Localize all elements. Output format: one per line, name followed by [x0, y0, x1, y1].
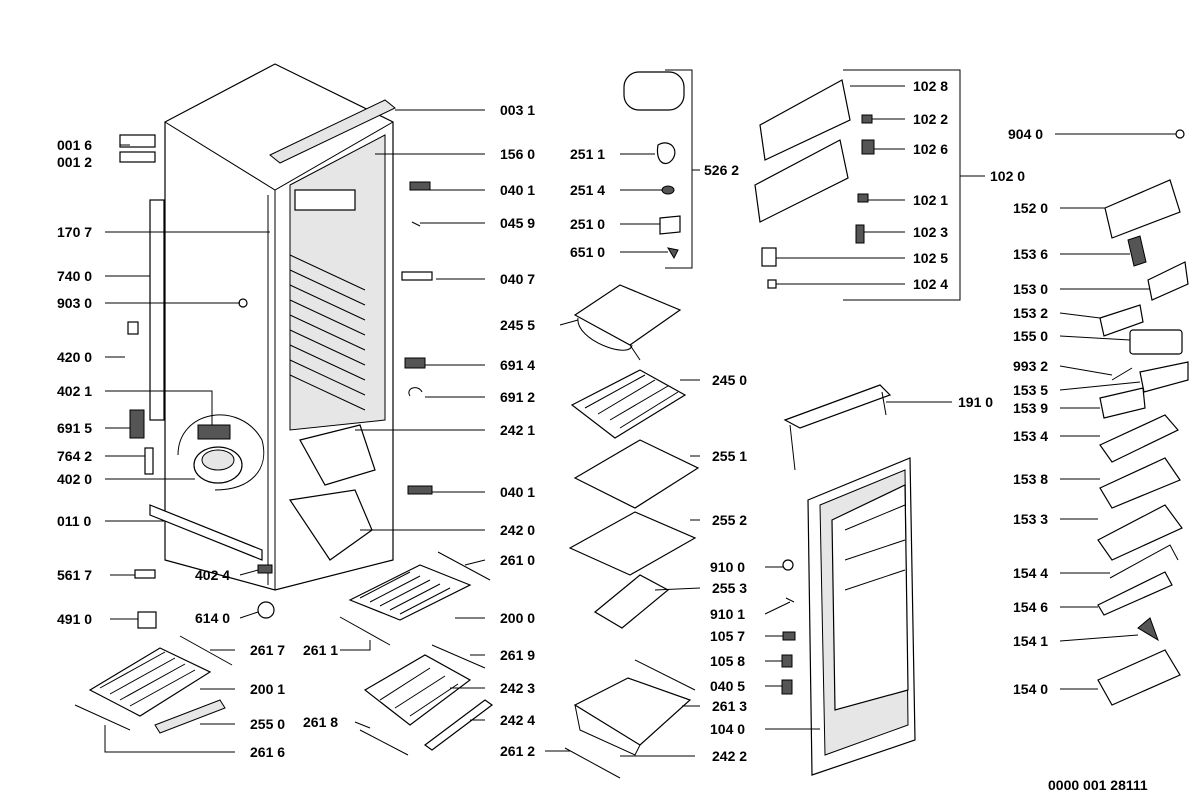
drawers-and-baskets: [74, 551, 494, 756]
label-691-4: 691 4: [500, 357, 535, 373]
label-154-6: 154 6: [1013, 599, 1048, 615]
label-003-1: 003 1: [500, 102, 535, 118]
label-153-6: 153 6: [1013, 246, 1048, 262]
label-910-0: 910 0: [710, 559, 745, 575]
label-255-1: 255 1: [712, 448, 747, 464]
label-251-0: 251 0: [570, 216, 605, 232]
label-651-0: 651 0: [570, 244, 605, 260]
label-155-0: 155 0: [1013, 328, 1048, 344]
cabinet-drawing: [119, 63, 396, 591]
label-561-7: 561 7: [57, 567, 92, 583]
label-153-4: 153 4: [1013, 428, 1048, 444]
label-251-1: 251 1: [570, 146, 605, 162]
label-491-0: 491 0: [57, 611, 92, 627]
label-261-9: 261 9: [500, 647, 535, 663]
label-904-0: 904 0: [1008, 126, 1043, 142]
label-526-2: 526 2: [704, 162, 739, 178]
label-420-0: 420 0: [57, 349, 92, 365]
label-104-0: 104 0: [710, 721, 745, 737]
label-242-1: 242 1: [500, 422, 535, 438]
label-903-0: 903 0: [57, 295, 92, 311]
label-245-5: 245 5: [500, 317, 535, 333]
label-200-1: 200 1: [250, 681, 285, 697]
label-251-4: 251 4: [570, 182, 605, 198]
label-040-7: 040 7: [500, 271, 535, 287]
label-102-0: 102 0: [990, 168, 1025, 184]
label-255-2: 255 2: [712, 512, 747, 528]
label-045-9: 045 9: [500, 215, 535, 231]
diagram-reference-number: 0000 001 28111: [1048, 777, 1148, 793]
label-102-5: 102 5: [913, 250, 948, 266]
label-261-6: 261 6: [250, 744, 285, 760]
label-261-8: 261 8: [303, 714, 338, 730]
label-764-2: 764 2: [57, 448, 92, 464]
label-242-4: 242 4: [500, 712, 535, 728]
label-001-6: 001 6: [57, 137, 92, 153]
label-245-0: 245 0: [712, 372, 747, 388]
label-242-0: 242 0: [500, 522, 535, 538]
label-102-4: 102 4: [913, 276, 948, 292]
cabinet-shelves: [289, 254, 366, 411]
label-105-8: 105 8: [710, 653, 745, 669]
label-170-7: 170 7: [57, 224, 92, 240]
label-102-2: 102 2: [913, 111, 948, 127]
door-drawing: [754, 69, 961, 776]
label-105-7: 105 7: [710, 628, 745, 644]
label-040-5: 040 5: [710, 678, 745, 694]
label-156-0: 156 0: [500, 146, 535, 162]
label-153-8: 153 8: [1013, 471, 1048, 487]
middle-parts: [564, 69, 700, 779]
label-154-4: 154 4: [1013, 565, 1048, 581]
label-153-0: 153 0: [1013, 281, 1048, 297]
label-040-1-a: 040 1: [500, 182, 535, 198]
label-910-1: 910 1: [710, 606, 745, 622]
label-102-1: 102 1: [913, 192, 948, 208]
label-001-2: 001 2: [57, 154, 92, 170]
label-261-0: 261 0: [500, 552, 535, 568]
leader-lines: [104, 85, 1176, 757]
label-154-1: 154 1: [1013, 633, 1048, 649]
label-040-1-b: 040 1: [500, 484, 535, 500]
small-parts: [127, 181, 433, 629]
label-153-9: 153 9: [1013, 400, 1048, 416]
label-102-8: 102 8: [913, 78, 948, 94]
label-261-3: 261 3: [712, 698, 747, 714]
part-labels: 003 1 001 6 001 2 156 0 040 1 045 9 170 …: [57, 78, 1148, 793]
label-242-3: 242 3: [500, 680, 535, 696]
label-614-0: 614 0: [195, 610, 230, 626]
label-691-2: 691 2: [500, 389, 535, 405]
door-bins: [1097, 129, 1189, 706]
label-261-7: 261 7: [250, 642, 285, 658]
label-191-0: 191 0: [958, 394, 993, 410]
label-102-3: 102 3: [913, 224, 948, 240]
label-200-0: 200 0: [500, 610, 535, 626]
label-153-3: 153 3: [1013, 511, 1048, 527]
label-402-1: 402 1: [57, 383, 92, 399]
label-154-0: 154 0: [1013, 681, 1048, 697]
label-102-6: 102 6: [913, 141, 948, 157]
label-255-0: 255 0: [250, 716, 285, 732]
label-691-5: 691 5: [57, 420, 92, 436]
label-261-2: 261 2: [500, 743, 535, 759]
label-153-2: 153 2: [1013, 305, 1048, 321]
label-255-3: 255 3: [712, 580, 747, 596]
label-152-0: 152 0: [1013, 200, 1048, 216]
label-402-0: 402 0: [57, 471, 92, 487]
label-740-0: 740 0: [57, 268, 92, 284]
label-153-5: 153 5: [1013, 382, 1048, 398]
label-402-4: 402 4: [195, 567, 230, 583]
label-011-0: 011 0: [57, 513, 91, 529]
label-993-2: 993 2: [1013, 358, 1048, 374]
label-242-2: 242 2: [712, 748, 747, 764]
label-261-1: 261 1: [303, 642, 338, 658]
